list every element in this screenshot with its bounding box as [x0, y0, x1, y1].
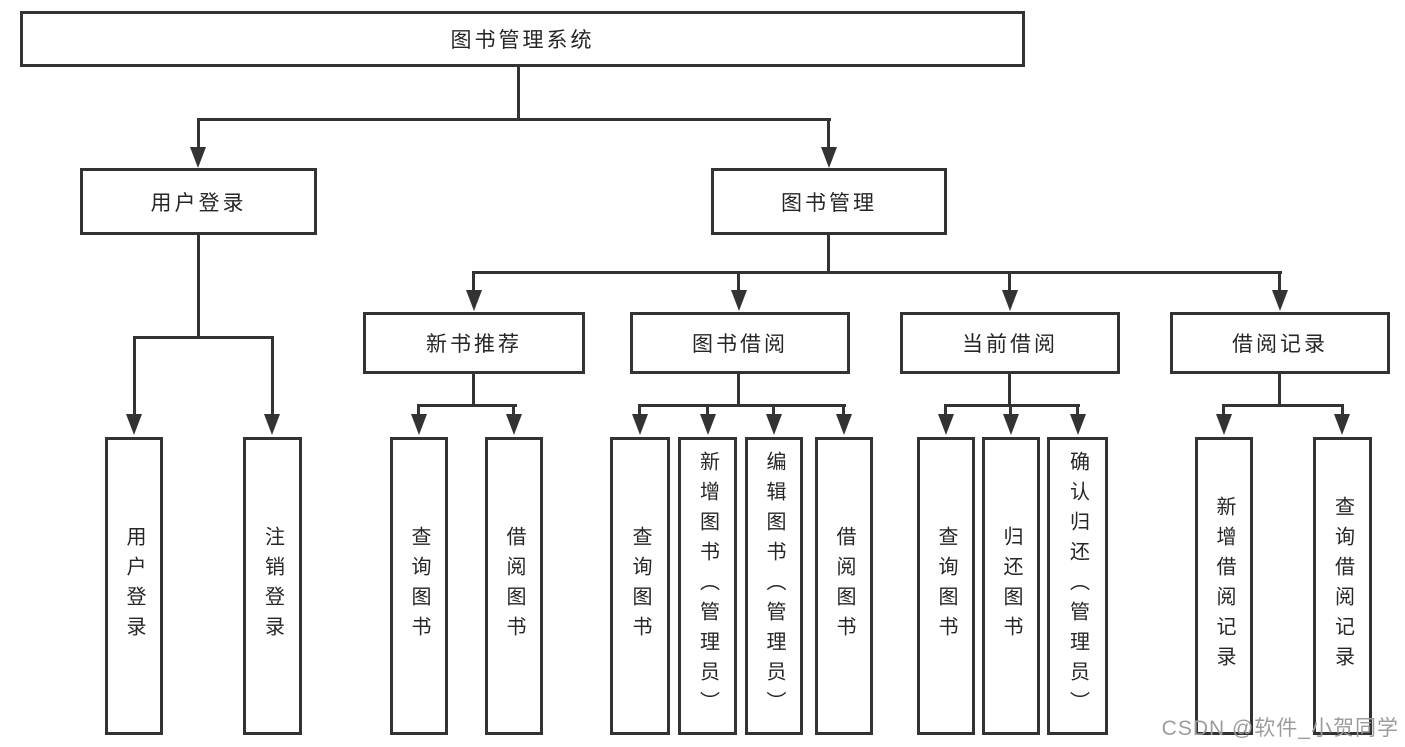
node-borrowing-records-label: 借阅记录	[1232, 333, 1328, 356]
leaf-add-borrow-record: 新增借阅记录	[1195, 437, 1253, 735]
edge-line	[417, 404, 420, 417]
edge-line	[1278, 374, 1281, 407]
arrow-down-icon	[411, 414, 427, 435]
edge-line	[133, 336, 136, 415]
leaf-borrow-books-recommend: 借阅图书	[485, 437, 543, 735]
edge-line	[197, 118, 200, 150]
node-borrowing-records: 借阅记录	[1170, 312, 1390, 374]
arrow-down-icon	[466, 290, 482, 311]
leaf-add-book-admin: 新增图书（管理员）	[678, 437, 737, 735]
edge-line	[772, 404, 775, 417]
leaf-user-login-label: 用户登录	[123, 526, 145, 646]
node-library-system: 图书管理系统	[20, 11, 1025, 67]
edge-line	[1222, 404, 1225, 417]
arrow-down-icon	[731, 290, 747, 311]
leaf-query-borrow-record: 查询借阅记录	[1313, 437, 1372, 735]
edge-line	[1222, 404, 1344, 407]
leaf-confirm-return-admin: 确认归还（管理员）	[1047, 437, 1108, 735]
arrow-down-icon	[1272, 290, 1288, 311]
node-book-borrowing-label: 图书借阅	[692, 333, 788, 356]
leaf-edit-book-admin: 编辑图书（管理员）	[745, 437, 803, 735]
leaf-borrow-books-recommend-label: 借阅图书	[503, 526, 525, 646]
edge-line	[1008, 374, 1011, 407]
arrow-down-icon	[126, 414, 142, 435]
leaf-query-books-borrowing-label: 查询图书	[629, 526, 651, 646]
leaf-add-borrow-record-label: 新增借阅记录	[1213, 496, 1235, 676]
edge-line	[1008, 271, 1011, 293]
arrow-down-icon	[1216, 414, 1232, 435]
arrow-down-icon	[264, 414, 280, 435]
edge-line	[472, 271, 475, 293]
arrow-down-icon	[1003, 414, 1019, 435]
leaf-edit-book-admin-label: 编辑图书（管理员）	[763, 451, 785, 721]
edge-line	[472, 374, 475, 407]
leaf-borrow-books-borrowing: 借阅图书	[815, 437, 873, 735]
node-book-management-label: 图书管理	[781, 191, 877, 215]
leaf-query-books-recommend: 查询图书	[390, 437, 448, 735]
arrow-down-icon	[506, 414, 522, 435]
leaf-query-books-current: 查询图书	[917, 437, 975, 735]
edge-line	[197, 118, 831, 121]
arrow-down-icon	[190, 147, 206, 168]
edge-line	[197, 235, 200, 339]
leaf-query-borrow-record-label: 查询借阅记录	[1331, 496, 1354, 676]
arrow-down-icon	[1070, 414, 1086, 435]
edge-line	[133, 336, 274, 339]
edge-line	[944, 404, 947, 417]
node-new-book-recommend: 新书推荐	[363, 312, 585, 374]
edge-line	[827, 235, 830, 274]
arrow-down-icon	[766, 414, 782, 435]
node-new-book-recommend-label: 新书推荐	[426, 333, 522, 356]
edge-line	[1076, 404, 1079, 417]
csdn-watermark: CSDN @软件_小贺同学	[1161, 717, 1399, 740]
leaf-logout: 注销登录	[243, 437, 302, 735]
edge-line	[827, 118, 830, 150]
arrow-down-icon	[700, 414, 716, 435]
leaf-borrow-books-borrowing-label: 借阅图书	[833, 526, 855, 646]
leaf-confirm-return-admin-label: 确认归还（管理员）	[1066, 451, 1089, 721]
edge-line	[1278, 271, 1281, 293]
leaf-return-books-label: 归还图书	[1000, 526, 1022, 646]
leaf-query-books-current-label: 查询图书	[935, 526, 957, 646]
node-library-system-label: 图书管理系统	[450, 29, 595, 52]
arrow-down-icon	[938, 414, 954, 435]
leaf-user-login: 用户登录	[105, 437, 163, 735]
arrow-down-icon	[632, 414, 648, 435]
leaf-query-books-borrowing: 查询图书	[610, 437, 670, 735]
edge-line	[517, 67, 520, 120]
edge-line	[737, 271, 740, 293]
edge-line	[638, 404, 641, 417]
arrow-down-icon	[836, 414, 852, 435]
edge-line	[1341, 404, 1344, 417]
arrow-down-icon	[821, 147, 837, 168]
leaf-logout-label: 注销登录	[261, 526, 284, 646]
edge-line	[944, 404, 1080, 407]
edge-line	[706, 404, 709, 417]
node-user-login: 用户登录	[80, 168, 317, 235]
arrow-down-icon	[1002, 290, 1018, 311]
node-current-borrowing-label: 当前借阅	[962, 333, 1058, 356]
node-book-borrowing: 图书借阅	[630, 312, 850, 374]
node-user-login-label: 用户登录	[150, 191, 247, 215]
edge-line	[737, 374, 740, 407]
node-book-management: 图书管理	[711, 168, 947, 235]
arrow-down-icon	[1334, 414, 1350, 435]
node-current-borrowing: 当前借阅	[900, 312, 1120, 374]
edge-line	[417, 404, 517, 407]
edge-line	[472, 271, 1282, 274]
edge-line	[512, 404, 515, 417]
edge-line	[271, 336, 274, 415]
leaf-add-book-admin-label: 新增图书（管理员）	[696, 451, 719, 721]
edge-line	[1009, 404, 1012, 417]
edge-line	[638, 404, 846, 407]
leaf-query-books-recommend-label: 查询图书	[408, 526, 430, 646]
edge-line	[842, 404, 845, 417]
leaf-return-books: 归还图书	[982, 437, 1040, 735]
